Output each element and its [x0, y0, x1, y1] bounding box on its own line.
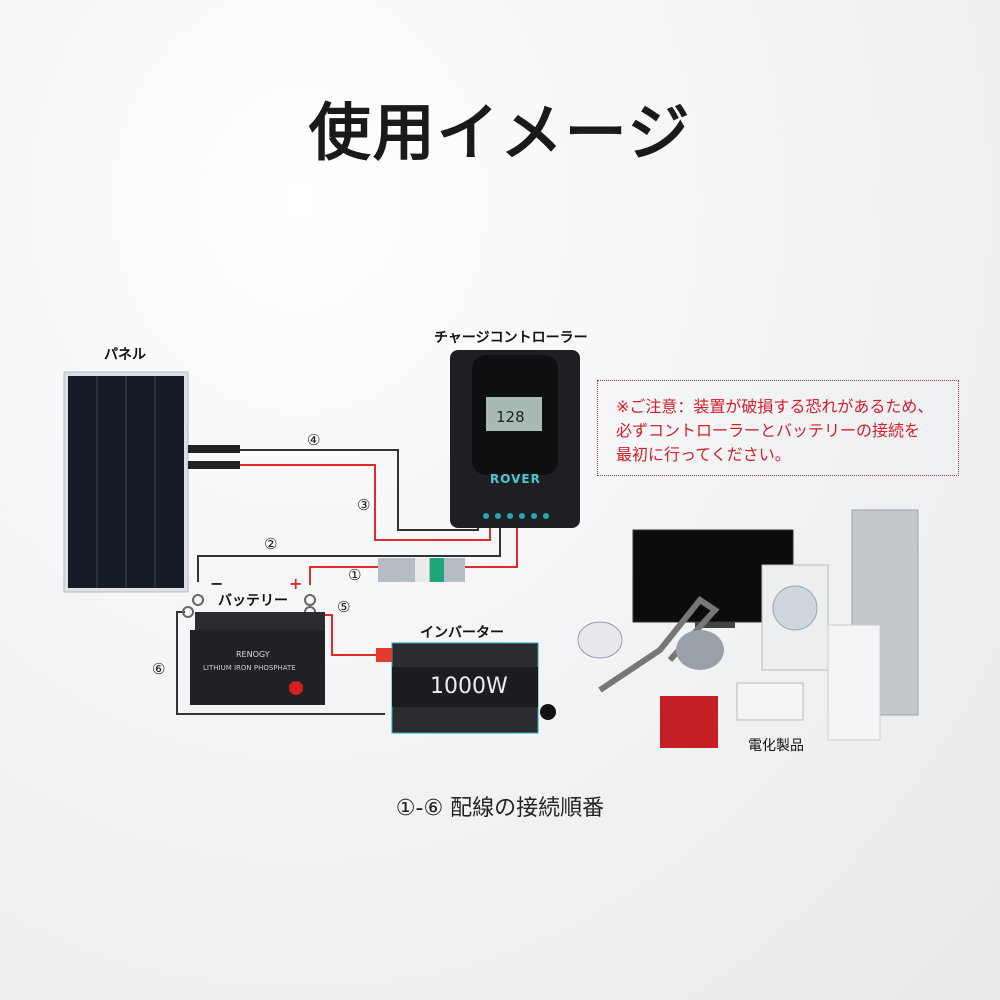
controller-brand: ROVER — [490, 472, 541, 486]
warning-line-3: 最初に行ってください。 — [616, 445, 791, 464]
controller-display-value: 128 — [496, 408, 525, 426]
step-5: ⑤ — [337, 598, 351, 616]
brand-logo: RENOGY — [236, 650, 270, 659]
appliances — [577, 509, 919, 748]
step-3: ③ — [357, 496, 371, 514]
wires — [176, 449, 518, 715]
step-6: ⑥ — [152, 660, 166, 678]
wire-3 — [240, 464, 491, 541]
battery-label: バッテリー — [218, 593, 288, 609]
appliances-label: 電化製品 — [748, 738, 804, 754]
wire-6 — [176, 611, 385, 715]
wire-4 — [240, 449, 479, 531]
battery-type-text: LITHIUM IRON PHOSPHATE — [203, 664, 296, 672]
panel-label: パネル — [104, 347, 146, 363]
step-2: ② — [264, 535, 278, 553]
minus-sign: − — [210, 574, 224, 593]
inverter-power: 1000W — [430, 674, 508, 699]
wiring-order-caption: ①-⑥ 配線の接続順番 — [395, 796, 605, 821]
inverter-label: インバーター — [420, 625, 504, 641]
plus-sign: + — [289, 574, 303, 593]
inverter — [376, 642, 556, 734]
wire-1 — [309, 525, 518, 585]
step-1: ① — [348, 566, 362, 584]
warning-line-2: 必ずコントローラーとバッテリーの接続を — [616, 421, 921, 440]
breaker-fuse — [378, 558, 465, 582]
warning-box: ※ご注意：装置が破損する恐れがあるため、 必ずコントローラーとバッテリーの接続を… — [597, 380, 959, 476]
charge-controller — [450, 350, 580, 528]
page-title: 使用イメージ — [308, 96, 692, 169]
wire-2 — [197, 525, 501, 582]
solar-panel — [63, 371, 240, 593]
warning-line-1: ※ご注意：装置が破損する恐れがあるため、 — [616, 397, 934, 416]
controller-label: チャージコントローラー — [434, 330, 588, 346]
step-4: ④ — [307, 431, 321, 449]
battery — [190, 612, 325, 705]
wire-5 — [320, 614, 385, 656]
